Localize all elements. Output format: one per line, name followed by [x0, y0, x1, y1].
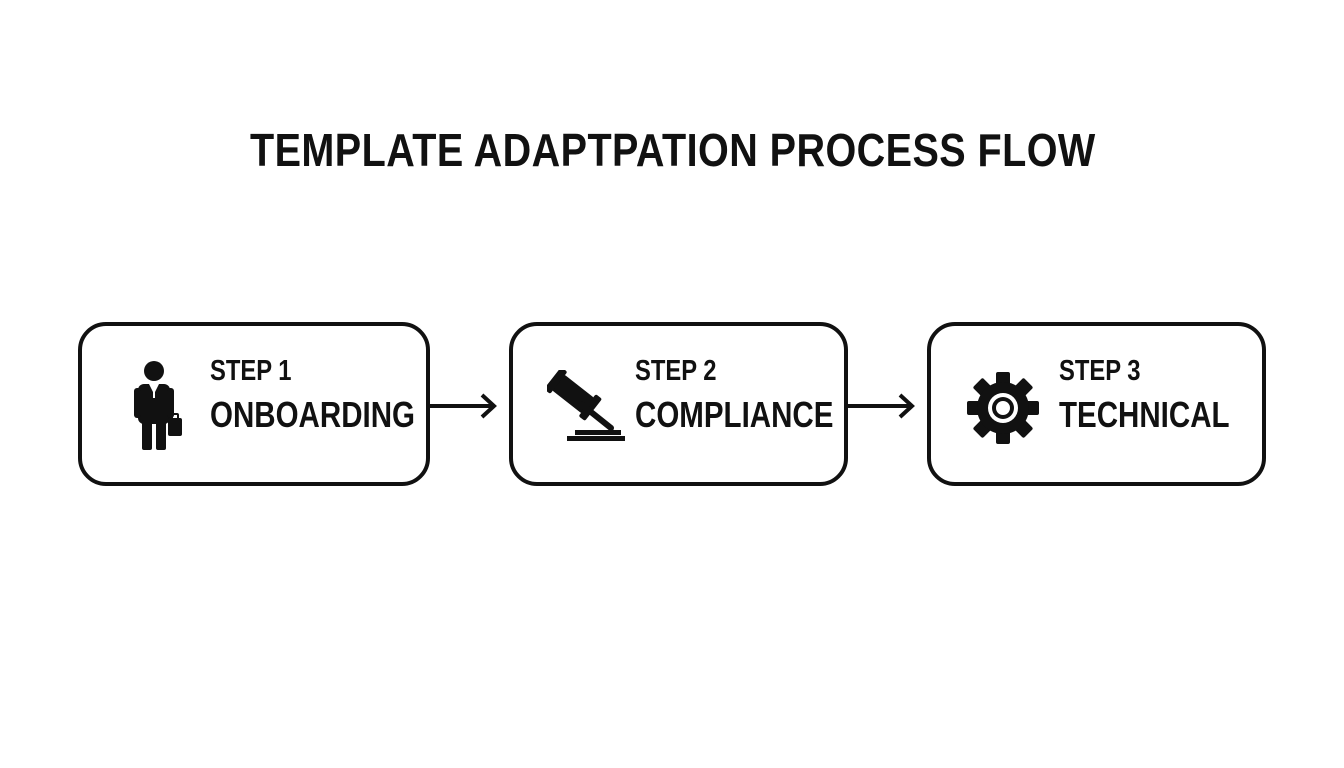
step-2-box: STEP 2 COMPLIANCE [509, 322, 848, 486]
step-number: STEP 1 [210, 355, 292, 387]
step-name: TECHNICAL [1059, 394, 1230, 435]
diagram-title: TEMPLATE ADAPTPATION PROCESS FLOW [250, 124, 1096, 176]
step-3-box: STEP 3 TECHNICAL [927, 322, 1266, 486]
businessman-icon [134, 361, 182, 450]
gavel-icon [547, 370, 625, 441]
step-number: STEP 2 [635, 355, 717, 387]
arrow-right-icon [848, 393, 915, 419]
step-number: STEP 3 [1059, 355, 1141, 387]
arrow-right-icon [430, 393, 497, 419]
step-1-box: STEP 1 ONBOARDING [78, 322, 430, 486]
gear-icon [967, 372, 1039, 444]
step-name: COMPLIANCE [635, 394, 834, 435]
step-name: ONBOARDING [210, 394, 415, 435]
